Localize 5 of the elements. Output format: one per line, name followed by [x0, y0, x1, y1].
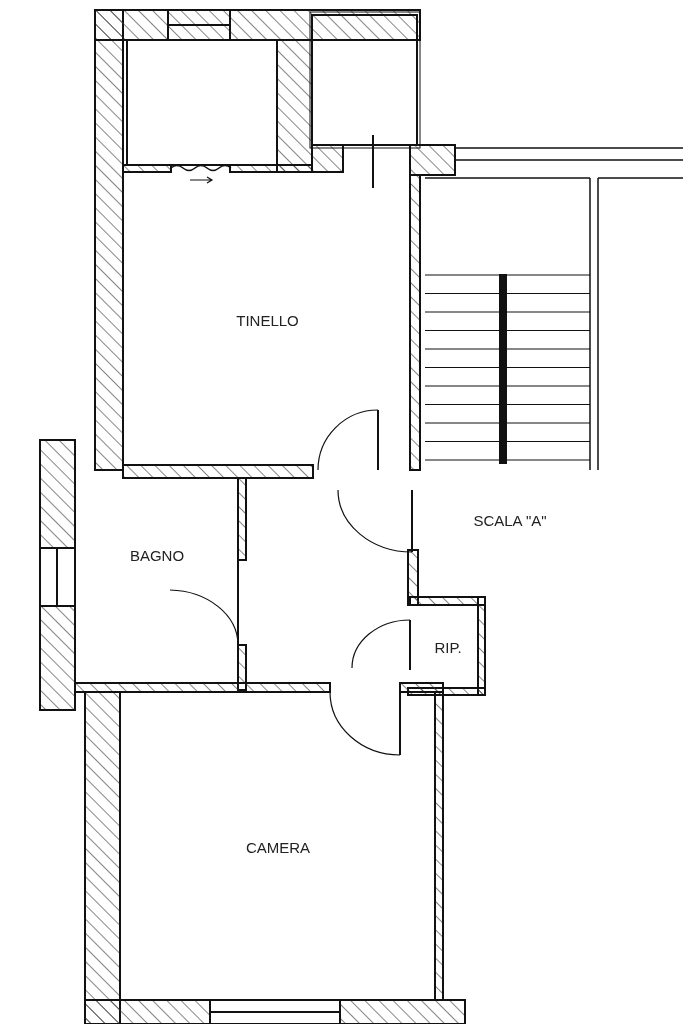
- room-label: CAMERA: [245, 838, 311, 856]
- room-label: BAGNO: [129, 546, 185, 564]
- room-label: TINELLO: [236, 311, 299, 329]
- room-label: RIP.: [434, 638, 462, 656]
- room-label: SCALA "A": [473, 511, 547, 529]
